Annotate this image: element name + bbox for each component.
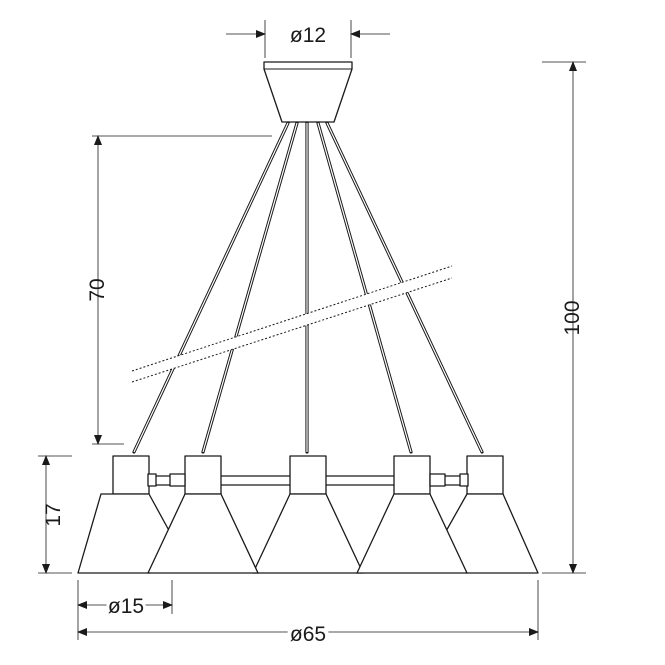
lamp-shade-2	[147, 455, 259, 574]
total-diameter-label: ø65	[290, 623, 326, 646]
total-height-dimension: 100	[542, 61, 586, 574]
total-height-label: 100	[561, 300, 584, 335]
shade-diameter-label: ø15	[108, 595, 144, 618]
shade-diameter-dimension: ø15	[77, 580, 173, 621]
shade-height-dimension: 17	[38, 455, 72, 574]
lamp-shades	[77, 455, 539, 574]
ceiling-canopy	[263, 61, 353, 123]
drop-length-dimension: 70	[86, 135, 272, 445]
suspension-cables	[132, 121, 484, 454]
drop-length-label: 70	[86, 278, 109, 301]
canopy-dimension: ø12	[226, 20, 390, 58]
canopy-diameter-label: ø12	[290, 24, 326, 47]
lamp-shade-5	[444, 455, 539, 574]
total-diameter-dimension: ø65	[77, 580, 539, 650]
shade-height-label: 17	[42, 503, 65, 526]
lamp-shade-1	[77, 455, 173, 574]
lamp-shade-3	[252, 455, 364, 574]
lamp-shade-4	[356, 455, 468, 574]
length-break-band	[131, 265, 453, 383]
